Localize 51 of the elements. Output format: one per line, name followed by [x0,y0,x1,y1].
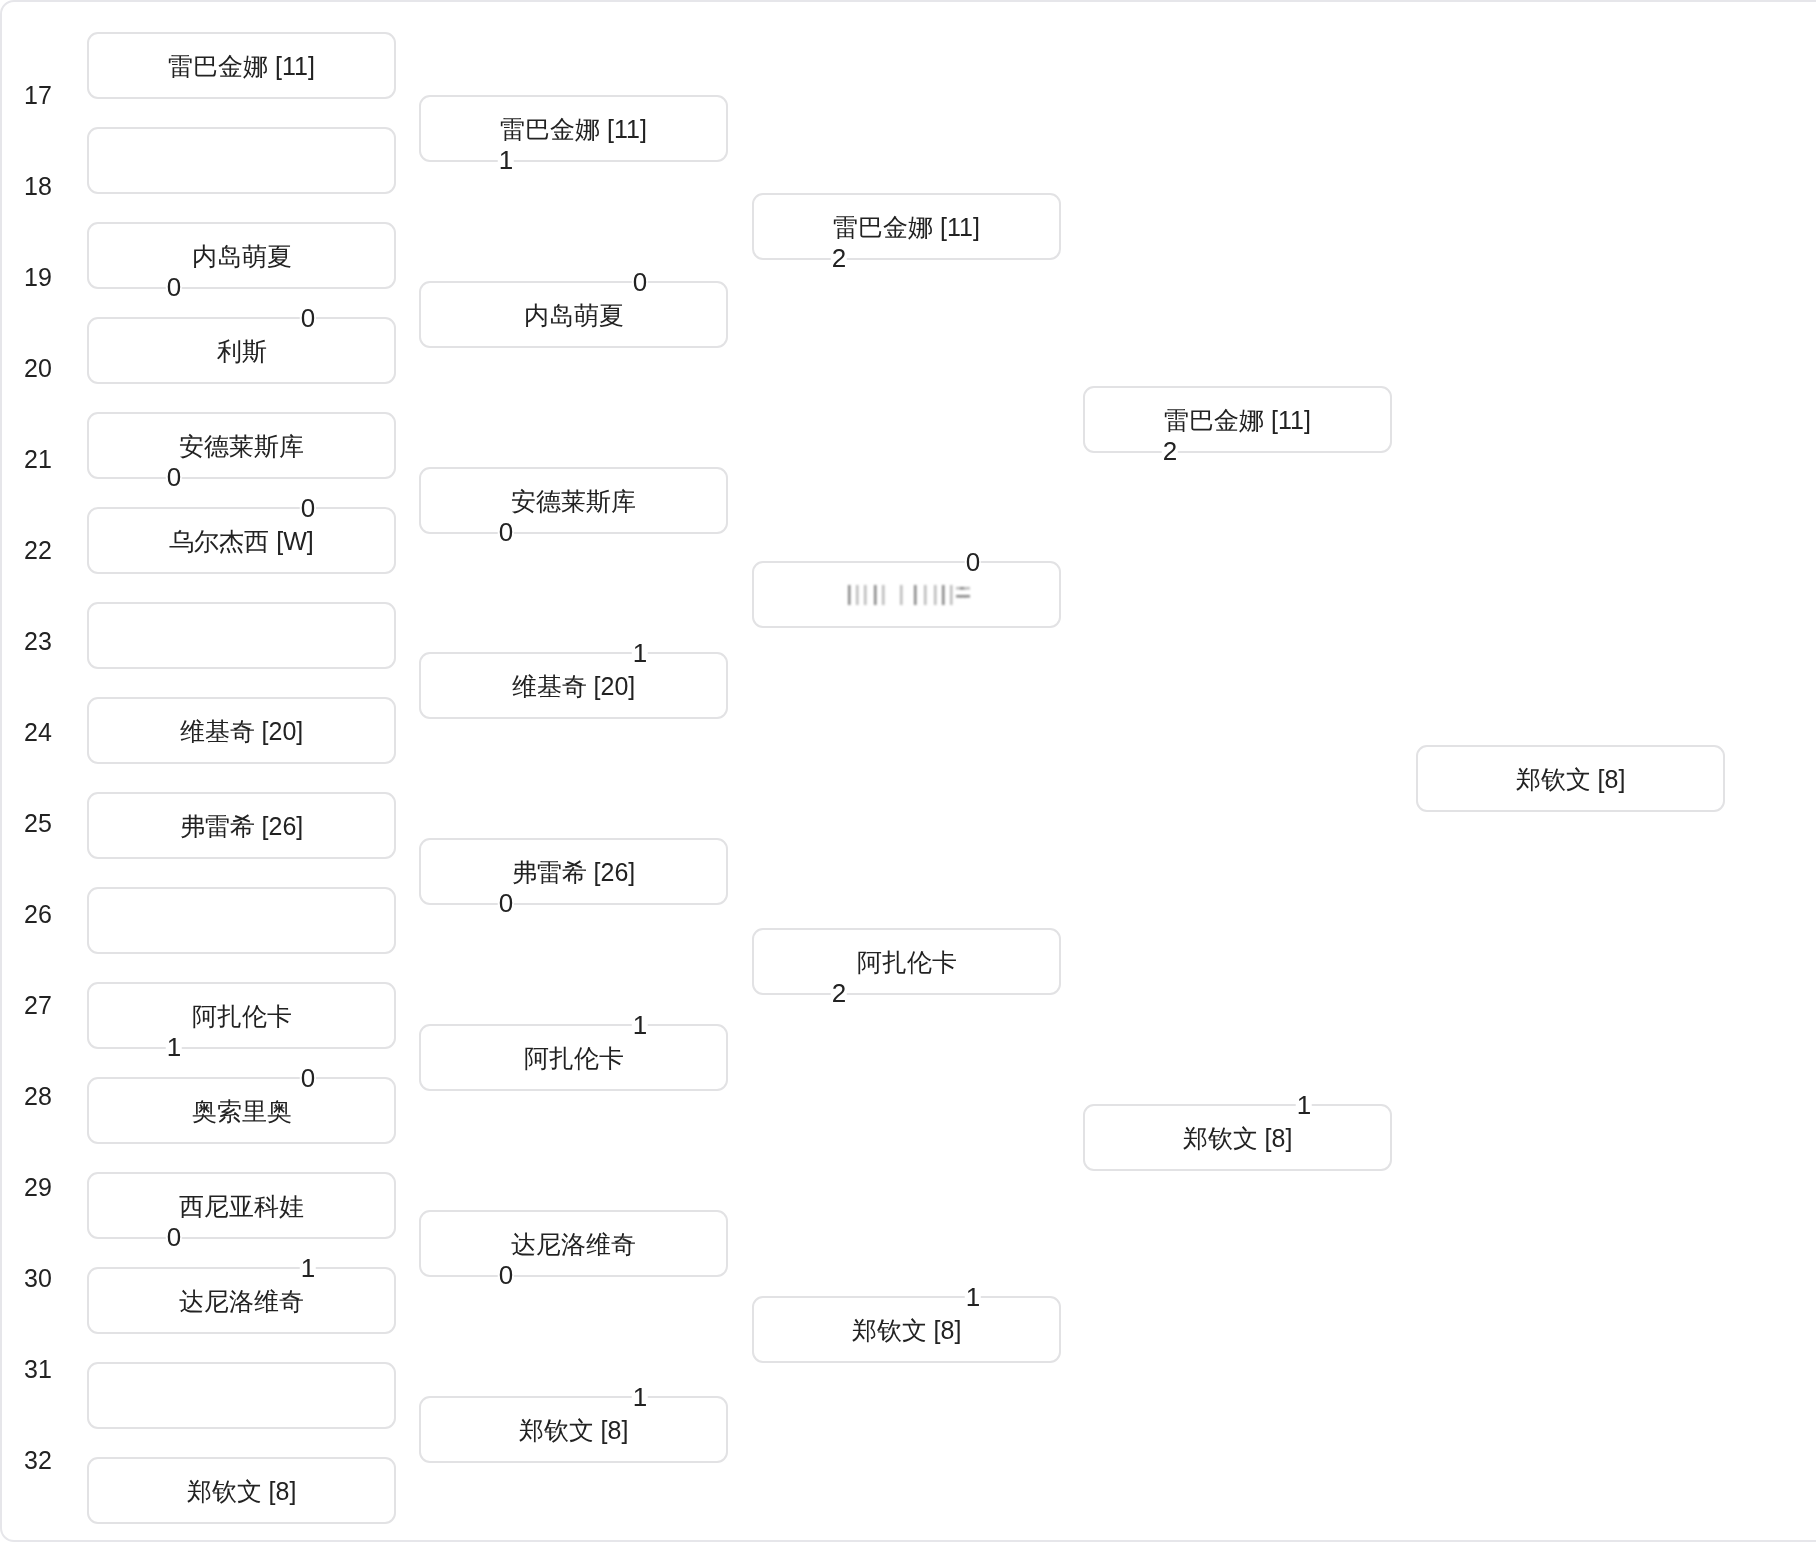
player-name: 维基奇 [20] [179,715,304,746]
player-name: 郑钦文 [8] [1182,1122,1293,1153]
player-name: 内岛萌夏 [191,240,292,271]
player-box [1416,745,1725,812]
player-name: 雷巴金娜 [11] [833,211,980,242]
draw-position-number: 19 [24,263,52,291]
player-box [87,697,396,764]
empty-slot-box [87,127,396,194]
player-name: 郑钦文 [8] [518,1414,629,1445]
player-name: 西尼亚科娃 [179,1190,304,1221]
player-name: 弗雷希 [26] [179,810,304,841]
player-name: 弗雷希 [26] [511,856,636,887]
player-name: 达尼洛维奇 [511,1228,636,1259]
draw-position-number: 28 [24,1082,52,1110]
player-name: 阿扎伦卡 [856,946,957,977]
player-name: 雷巴金娜 [11] [500,113,647,144]
draw-position-number: 29 [24,1173,52,1201]
draw-position-number: 20 [24,354,52,382]
draw-position-number: 31 [24,1355,52,1383]
draw-position-number: 30 [24,1264,52,1292]
draw-position-number: 26 [24,900,52,928]
empty-slot-box [87,887,396,954]
player-name: 雷巴金娜 [11] [1164,404,1311,435]
draw-position-number: 21 [24,445,52,473]
player-name: 阿扎伦卡 [523,1042,624,1073]
player-name: 利斯 [216,335,267,366]
player-name: 安德莱斯库 [179,430,304,461]
player-name: 奥索里奥 [191,1095,292,1126]
player-name: 乌尔杰西 [W] [169,525,314,556]
draw-position-number: 17 [24,81,52,109]
draw-position-number: 27 [24,991,52,1019]
draw-position-number: 18 [24,172,52,200]
player-name: 阿扎伦卡 [191,1000,292,1031]
player-name: 内岛萌夏 [523,299,624,330]
player-name: 郑钦文 [8] [1515,763,1626,794]
player-box [87,1457,396,1524]
player-name: 维基奇 [20] [511,670,636,701]
player-name: 郑钦文 [8] [186,1475,297,1506]
player-name: 雷巴金娜 [11] [168,50,315,81]
draw-position-number: 25 [24,809,52,837]
player-name: 安德莱斯库 [511,485,636,516]
player-name: 达尼洛维奇 [179,1285,304,1316]
empty-slot-box [87,1362,396,1429]
draw-position-number: 22 [24,536,52,564]
empty-slot-box [87,602,396,669]
draw-position-number: 23 [24,627,52,655]
player-name: 郑钦文 [8] [851,1314,962,1345]
draw-position-number: 32 [24,1446,52,1474]
player-box [87,32,396,99]
draw-position-number: 24 [24,718,52,746]
player-box [87,792,396,859]
